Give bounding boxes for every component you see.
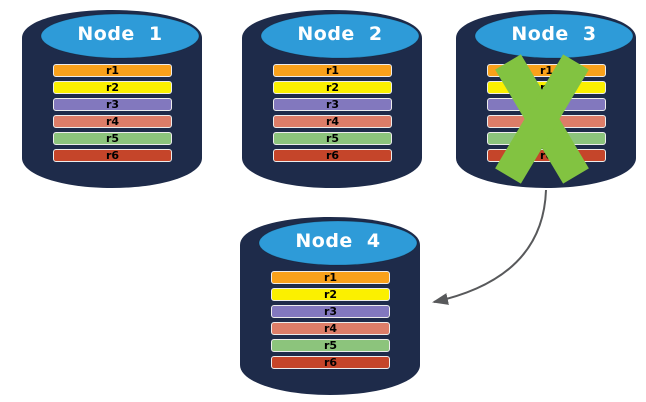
replica-list: r1 r2 r3 r4 r5 r6 [53,64,172,162]
replica-bar-r3: r3 [53,98,172,111]
replica-bar-r1: r1 [273,64,392,77]
replica-bar-r6: r6 [273,149,392,162]
replica-list: r1 r2 r3 r4 r5 r6 [271,271,390,369]
replica-bar-r4: r4 [53,115,172,128]
replica-bar-r6: r6 [271,356,390,369]
node-title: Node 4 [295,230,381,252]
replica-list: r1 r2 r3 r4 r5 r6 [487,64,606,162]
replica-bar-r5: r5 [487,132,606,145]
replica-bar-r6: r6 [487,149,606,162]
node-1: Node 1 r1 r2 r3 r4 r5 r6 [22,8,202,188]
replica-bar-r1: r1 [271,271,390,284]
replica-bar-r5: r5 [273,132,392,145]
replica-bar-r5: r5 [53,132,172,145]
node-title: Node 3 [511,23,597,45]
replica-bar-r6: r6 [53,149,172,162]
replica-bar-r4: r4 [487,115,606,128]
node-title: Node 2 [297,23,383,45]
node-2: Node 2 r1 r2 r3 r4 r5 r6 [242,8,422,188]
replica-bar-r3: r3 [271,305,390,318]
node-title: Node 1 [77,23,163,45]
replica-bar-r5: r5 [271,339,390,352]
replica-bar-r2: r2 [487,81,606,94]
curved-arrow-icon [432,189,547,305]
replica-bar-r3: r3 [273,98,392,111]
replica-bar-r1: r1 [53,64,172,77]
replica-bar-r4: r4 [271,322,390,335]
node-4: Node 4 r1 r2 r3 r4 r5 r6 [240,215,420,395]
node-3: Node 3 r1 r2 r3 r4 r5 r6 [456,8,636,188]
replica-bar-r1: r1 [487,64,606,77]
replica-bar-r2: r2 [271,288,390,301]
replica-list: r1 r2 r3 r4 r5 r6 [273,64,392,162]
replica-bar-r2: r2 [53,81,172,94]
replica-bar-r4: r4 [273,115,392,128]
replica-bar-r2: r2 [273,81,392,94]
replica-bar-r3: r3 [487,98,606,111]
